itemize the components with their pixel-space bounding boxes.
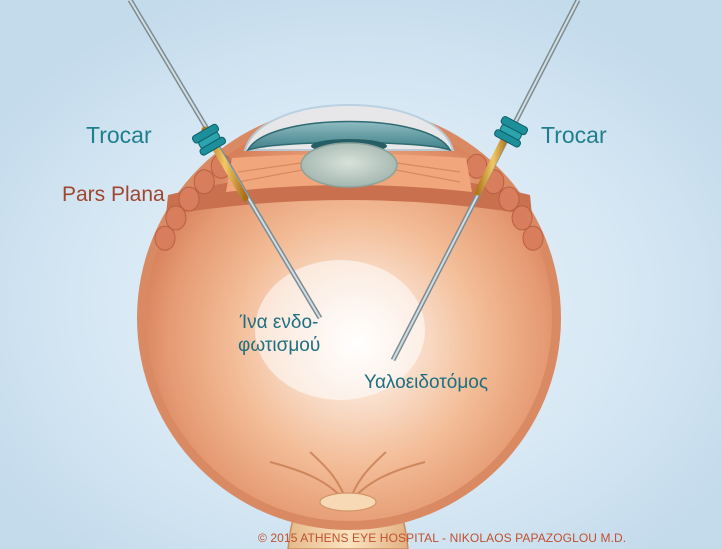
endoilluminator-label-line1: Ίνα ενδο- [238,312,320,335]
copyright-notice: © 2015 ATHENS EYE HOSPITAL - NIKOLAOS PA… [258,531,626,545]
ciliary-process [166,206,186,230]
ciliary-process [512,206,532,230]
ciliary-process [499,187,519,211]
endoilluminator-label: Ίνα ενδο- φωτισμού [238,312,320,358]
trocar-right-label: Trocar [541,122,607,150]
trocar-left-label: Trocar [86,122,152,150]
endoilluminator-label-line2: φωτισμού [238,335,320,358]
ciliary-process [155,226,175,250]
optic-disc [320,493,376,511]
ciliary-process [179,187,199,211]
pars-plana-label: Pars Plana [62,182,165,207]
ciliary-process [194,170,214,194]
vitrector-label: Υαλοειδοτόμος [364,372,488,395]
ciliary-process [523,226,543,250]
lens [301,143,397,187]
